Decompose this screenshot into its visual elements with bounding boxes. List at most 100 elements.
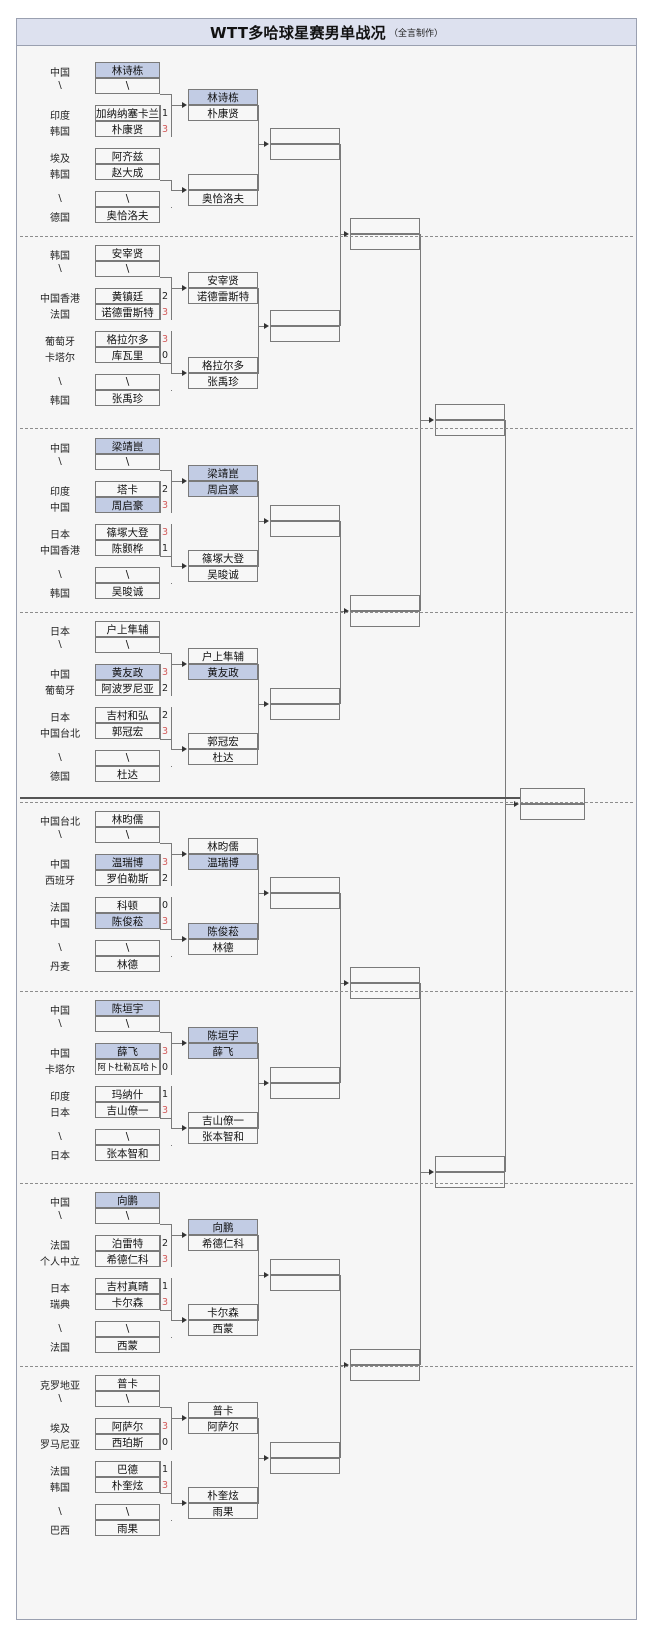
country-label: 印度 (50, 111, 70, 122)
country-label: \ (58, 376, 62, 387)
round3-box-top (270, 877, 340, 893)
round3-box-top (270, 1442, 340, 1458)
country-label: \ (58, 263, 62, 274)
player-box-r1: 塔卡 (95, 481, 160, 497)
player-box-r1: 玛纳什 (95, 1086, 160, 1102)
country-label: 法国 (50, 903, 70, 914)
score-value: 3 (162, 307, 169, 318)
country-label: 韩国 (50, 127, 70, 138)
round5-box-bottom (435, 1172, 505, 1188)
score-value: 3 (162, 1421, 169, 1432)
country-label: 埃及 (50, 1424, 70, 1435)
section-divider (20, 612, 633, 613)
score-value: 3 (162, 1105, 169, 1116)
country-label: 日本 (50, 627, 70, 638)
country-label: 韩国 (50, 396, 70, 407)
round3-box-bottom (270, 1275, 340, 1291)
player-box-r1: \ (95, 261, 160, 277)
player-box-r1: 阿萨尔 (95, 1418, 160, 1434)
country-label: 中国台北 (40, 817, 80, 828)
score-value: 1 (162, 1281, 169, 1292)
player-box-r2: 普卡 (188, 1402, 258, 1418)
country-label: \ (58, 1131, 62, 1142)
player-box-r1: 罗伯勒斯 (95, 870, 160, 886)
score-value: 3 (162, 527, 169, 538)
player-box-r2: 向鹏 (188, 1219, 258, 1235)
section-divider (20, 1183, 633, 1184)
country-label: 卡塔尔 (45, 1065, 75, 1076)
half-divider (20, 797, 520, 799)
player-box-r1: 林昀儒 (95, 811, 160, 827)
score-value: 2 (162, 710, 169, 721)
country-label: 西班牙 (45, 876, 75, 887)
player-box-r2: 诺德雷斯特 (188, 288, 258, 304)
country-label: \ (58, 193, 62, 204)
player-box-r2: 奥恰洛夫 (188, 190, 258, 206)
player-box-r2: 卡尔森 (188, 1304, 258, 1320)
player-box-r1: \ (95, 750, 160, 766)
player-box-r1: 西蒙 (95, 1337, 160, 1353)
player-box-r1: \ (95, 454, 160, 470)
player-box-r2: 希德仁科 (188, 1235, 258, 1251)
player-box-r1: \ (95, 191, 160, 207)
player-box-r1: \ (95, 78, 160, 94)
section-divider (20, 991, 633, 992)
round4-box-top (350, 967, 420, 983)
round3-box-bottom (270, 326, 340, 342)
score-value: 3 (162, 726, 169, 737)
player-box-r2: 温瑞博 (188, 854, 258, 870)
final-box-bottom (520, 804, 585, 820)
country-label: 日本 (50, 713, 70, 724)
player-box-r2: 陈俊菘 (188, 923, 258, 939)
country-label: \ (58, 1393, 62, 1404)
country-label: 韩国 (50, 170, 70, 181)
country-label: 中国 (50, 68, 70, 79)
section-divider (20, 428, 633, 429)
country-label: 日本 (50, 1108, 70, 1119)
player-box-r1: 温瑞博 (95, 854, 160, 870)
section-divider (20, 236, 633, 237)
player-box-r2: 陈垣宇 (188, 1027, 258, 1043)
country-label: \ (58, 829, 62, 840)
player-box-r1: 泊雷特 (95, 1235, 160, 1251)
country-label: 法国 (50, 1241, 70, 1252)
player-box-r1: \ (95, 940, 160, 956)
round3-box-top (270, 1067, 340, 1083)
player-box-r1: 陈垣宇 (95, 1000, 160, 1016)
round3-box-top (270, 128, 340, 144)
country-label: 法国 (50, 310, 70, 321)
round5-box-top (435, 404, 505, 420)
country-label: 韩国 (50, 251, 70, 262)
round3-box-top (270, 1259, 340, 1275)
score-value: 2 (162, 1238, 169, 1249)
player-box-r1: 吉村真晴 (95, 1278, 160, 1294)
country-label: \ (58, 752, 62, 763)
title-credit: （全言制作） (388, 28, 443, 39)
player-box-r1: 黄友政 (95, 664, 160, 680)
player-box-r1: 安宰贤 (95, 245, 160, 261)
score-value: 2 (162, 291, 169, 302)
player-box-r1: \ (95, 827, 160, 843)
round4-box-bottom (350, 611, 420, 627)
round4-box-top (350, 595, 420, 611)
score-value: 2 (162, 873, 169, 884)
player-box-r1: 诺德雷斯特 (95, 304, 160, 320)
player-box-r1: 库瓦里 (95, 347, 160, 363)
final-box-top (520, 788, 585, 804)
player-box-r2: 吴晙诚 (188, 566, 258, 582)
score-value: 3 (162, 1297, 169, 1308)
country-label: 德国 (50, 213, 70, 224)
score-value: 0 (162, 900, 169, 911)
country-label: 韩国 (50, 1483, 70, 1494)
round3-box-bottom (270, 704, 340, 720)
country-label: 印度 (50, 487, 70, 498)
player-box-r2: 格拉尔多 (188, 357, 258, 373)
score-value: 1 (162, 543, 169, 554)
player-box-r1: 赵大成 (95, 164, 160, 180)
score-value: 3 (162, 857, 169, 868)
player-box-r1: 薛飞 (95, 1043, 160, 1059)
player-box-r1: 林诗栋 (95, 62, 160, 78)
player-box-r1: 西珀斯 (95, 1434, 160, 1450)
country-label: \ (58, 1018, 62, 1029)
country-label: 葡萄牙 (45, 337, 75, 348)
